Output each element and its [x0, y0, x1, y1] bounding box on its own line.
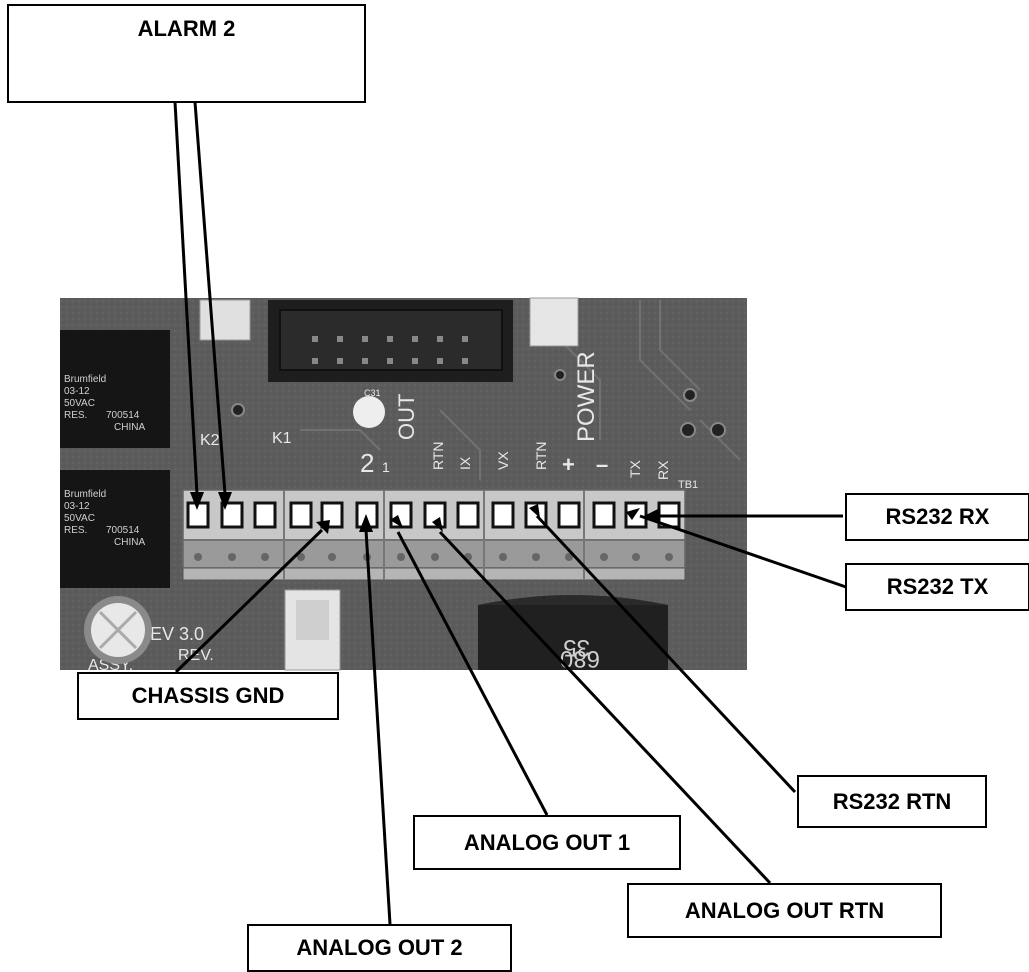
arrowhead-analog-out-2	[359, 514, 373, 532]
ribbon-header	[268, 300, 513, 382]
callout-alarm-2: ALARM 2	[7, 4, 366, 103]
leader-rs232-rtn	[535, 514, 797, 794]
arrowhead-analog-out-1	[390, 515, 403, 528]
relay2-text-brand: Brumfield	[64, 489, 106, 500]
silk-1: 1	[382, 459, 390, 475]
connector-top-right	[529, 297, 579, 347]
leader-alarm2-a	[173, 101, 199, 495]
silk-tx: TX	[627, 459, 643, 478]
arrowhead-chassis-gnd	[316, 520, 330, 534]
relay-1	[60, 330, 170, 448]
silk-tb1: TB1	[678, 479, 698, 491]
callout-rs232-tx: RS232 TX	[845, 563, 1029, 611]
callout-chassis-gnd: CHASSIS GND	[77, 672, 339, 720]
capacitor-c31	[353, 396, 385, 428]
silk-plus: +	[562, 452, 575, 477]
silk-rev: REV.	[178, 647, 214, 664]
arrowhead-rs232-rtn	[529, 504, 540, 518]
circuit-board-photo: Brumfield 03-12 50VAC RES. 700514 CHINA …	[60, 297, 747, 674]
arrowhead-rs232-rx	[644, 508, 660, 524]
silk-rx: RX	[655, 460, 671, 480]
silk-rev-num: EV 3.0	[150, 624, 204, 644]
leader-lines	[173, 101, 847, 925]
silk-k2: K2	[200, 432, 220, 449]
cap-text-a: 35	[563, 634, 590, 661]
silk-rtn2: RTN	[533, 441, 549, 470]
silk-k1: K1	[272, 430, 292, 447]
silk-c31: C31	[364, 388, 381, 398]
relay2-text-code: 700514	[106, 525, 140, 536]
silk-out: OUT	[394, 394, 419, 440]
leader-analog-out-1	[396, 531, 549, 816]
leader-alarm2-b	[193, 101, 227, 495]
arrowhead-alarm2-b	[218, 492, 232, 510]
relay1-text-origin: CHINA	[114, 422, 145, 433]
relay-2	[60, 470, 170, 588]
relay1-text-model: 03-12	[64, 386, 90, 397]
relay1-text-brand: Brumfield	[64, 374, 106, 385]
silk-vx: VX	[495, 451, 511, 470]
arrowhead-alarm2-a	[190, 492, 204, 510]
relay2-text-model: 03-12	[64, 501, 90, 512]
silk-minus: –	[596, 452, 608, 477]
callout-rs232-rtn: RS232 RTN	[797, 775, 987, 828]
relay1-text-code: 700514	[106, 410, 140, 421]
arrowhead-analog-out-rtn	[432, 517, 443, 532]
arrowhead-rs232-tx	[626, 508, 640, 520]
relay2-text-rating: 50VAC	[64, 513, 95, 524]
silk-ix: IX	[457, 456, 473, 470]
relay1-text-rating: 50VAC	[64, 398, 95, 409]
bulk-capacitor: 35 680	[478, 595, 668, 672]
terminal-block	[182, 489, 686, 581]
callout-analog-out-2: ANALOG OUT 2	[247, 924, 512, 972]
relay1-text-res: RES.	[64, 410, 87, 421]
electrolytic-capacitor	[84, 596, 152, 664]
arrowheads	[190, 492, 660, 534]
callout-analog-out-1: ANALOG OUT 1	[413, 815, 681, 870]
leader-chassis-gnd	[174, 528, 324, 674]
connector-top-left	[199, 299, 251, 341]
callout-rs232-rx: RS232 RX	[845, 493, 1029, 541]
silk-rtn1: RTN	[430, 441, 446, 470]
mounting-holes	[231, 369, 726, 438]
relay2-text-origin: CHINA	[114, 537, 145, 548]
callout-analog-out-rtn: ANALOG OUT RTN	[627, 883, 942, 938]
leader-analog-out-2	[364, 529, 392, 925]
leader-analog-out-rtn	[438, 530, 772, 885]
relay2-text-res: RES.	[64, 525, 87, 536]
silk-2: 2	[360, 448, 374, 478]
silk-power: POWER	[573, 351, 600, 442]
leader-rs232-tx	[639, 514, 847, 589]
